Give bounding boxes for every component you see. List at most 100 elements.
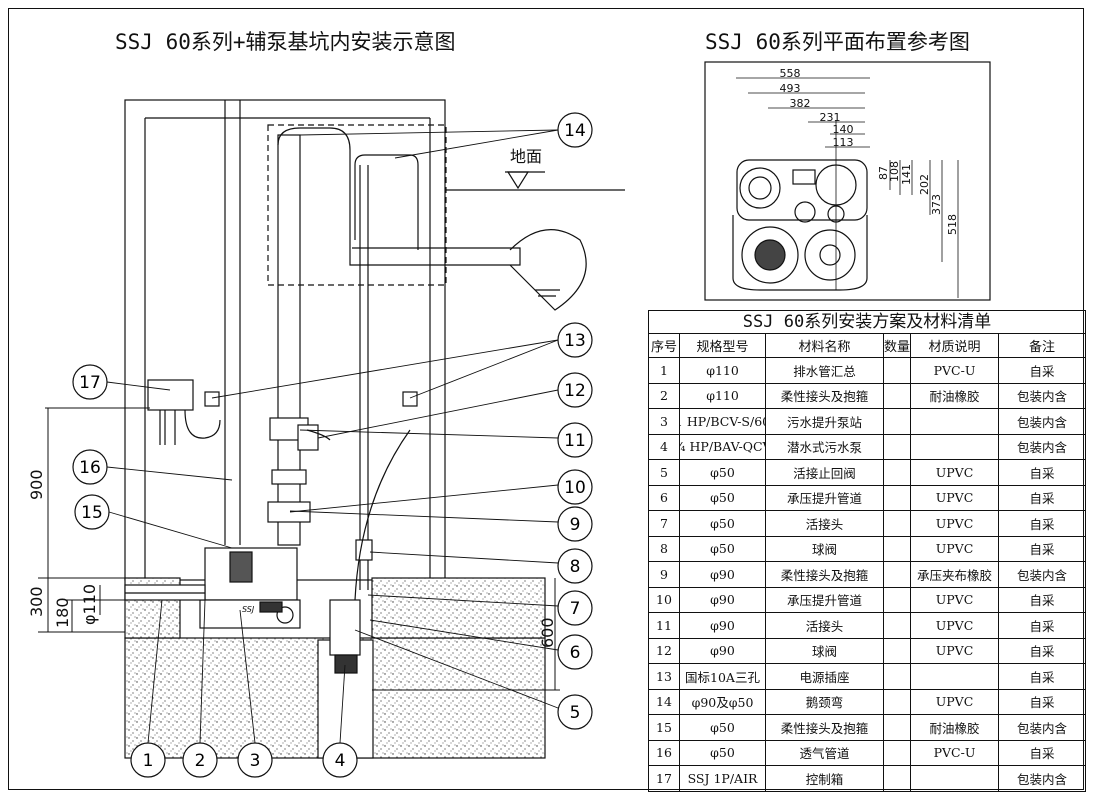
table-cell [884, 664, 911, 690]
brand-mark: SSJ [242, 605, 255, 614]
callout-circle [557, 548, 593, 584]
table-cell: 活接止回阀 [766, 460, 884, 486]
plan-dim-horizontal: 140 [833, 123, 854, 136]
callout-circle [557, 322, 593, 358]
table-cell [884, 740, 911, 766]
table-cell: 15 [648, 715, 680, 741]
table-cell: 13 [648, 664, 680, 690]
callout-number: 13 [564, 331, 586, 351]
callout-circle [322, 742, 358, 778]
table-cell: 1 HP/BCV-S/60 [680, 409, 766, 435]
table-cell: φ90 [680, 613, 766, 639]
table-cell: 自采 [999, 587, 1086, 613]
table-cell: 排水管汇总 [766, 358, 884, 384]
table-cell: 5 [648, 460, 680, 486]
table-cell: UPVC [911, 689, 999, 715]
callout-circle [74, 494, 110, 530]
ground-symbol [506, 171, 530, 190]
socket-right [402, 391, 418, 407]
table-cell: φ90 [680, 638, 766, 664]
callout-circle [557, 372, 593, 408]
table-cell [884, 409, 911, 435]
table-cell: 活接头 [766, 613, 884, 639]
plan-view [704, 61, 991, 301]
hidden-outline [267, 124, 447, 286]
table-cell: φ90 [680, 587, 766, 613]
table-cell: φ50 [680, 740, 766, 766]
table-cell: 自采 [999, 638, 1086, 664]
table-cell: 自采 [999, 460, 1086, 486]
table-cell [884, 358, 911, 384]
table-cell: 6 [648, 485, 680, 511]
table-cell: 包装内含 [999, 715, 1086, 741]
plan-dim-vertical: 87 [877, 166, 890, 180]
ball-valve-handle [306, 429, 331, 441]
pit-walls [124, 99, 625, 581]
table-cell: 10 [648, 587, 680, 613]
header-cell: 材料名称 [766, 334, 884, 358]
pump-station [199, 547, 301, 629]
table-cell: 1 [648, 358, 680, 384]
callout-number: 7 [570, 599, 581, 619]
dim-phi110: φ110 [80, 584, 99, 625]
left-title: SSJ 60系列+辅泵基坑内安装示意图 [115, 30, 456, 54]
callout-number: 14 [564, 121, 586, 141]
side-dimension-lines [38, 407, 560, 691]
table-cell [884, 434, 911, 460]
callout-number: 10 [564, 478, 586, 498]
table-cell: 16 [648, 740, 680, 766]
table-cell: 17 [648, 766, 680, 792]
plan-dim-horizontal: 493 [780, 82, 801, 95]
table-cell: 包装内含 [999, 409, 1086, 435]
table-cell: PVC-U [911, 358, 999, 384]
table-cell: 自采 [999, 485, 1086, 511]
table-title: SSJ 60系列安装方案及材料清单 [648, 310, 1086, 334]
callout-number: 12 [564, 381, 586, 401]
table-cell: 自采 [999, 536, 1086, 562]
callout-number: 2 [195, 751, 206, 771]
table-cell: 7 [648, 511, 680, 537]
plan-dim-vertical: 202 [918, 174, 931, 195]
table-cell [884, 766, 911, 792]
table-cell: 2 [648, 383, 680, 409]
dim-300: 300 [27, 586, 46, 617]
table-cell: 活接头 [766, 511, 884, 537]
callout-circle [557, 112, 593, 148]
callout-circle [557, 422, 593, 458]
callout-circle [557, 634, 593, 670]
table-cell [911, 766, 999, 792]
table-cell: 自采 [999, 358, 1086, 384]
table-cell: UPVC [911, 511, 999, 537]
table-cell: 14 [648, 689, 680, 715]
table-cell: PVC-U [911, 740, 999, 766]
plan-dim-vertical: 518 [946, 214, 959, 235]
plan-dim-vertical: 141 [900, 164, 913, 185]
right-title: SSJ 60系列平面布置参考图 [705, 30, 970, 54]
table-cell: 球阀 [766, 638, 884, 664]
outlet-tank [509, 229, 587, 311]
table-cell: 承压提升管道 [766, 587, 884, 613]
callout-number: 1 [143, 751, 154, 771]
callout-circle [557, 469, 593, 505]
table-cell: 电源插座 [766, 664, 884, 690]
table-cell [884, 383, 911, 409]
table-cell [884, 460, 911, 486]
header-cell: 材质说明 [911, 334, 999, 358]
header-cell: 备注 [999, 334, 1086, 358]
table-cell: 鹅颈弯 [766, 689, 884, 715]
table-cell [884, 587, 911, 613]
table-cell [884, 715, 911, 741]
table-cell: 耐油橡胶 [911, 383, 999, 409]
table-cell: UPVC [911, 613, 999, 639]
dim-600: 600 [538, 617, 557, 648]
table-cell: UPVC [911, 587, 999, 613]
